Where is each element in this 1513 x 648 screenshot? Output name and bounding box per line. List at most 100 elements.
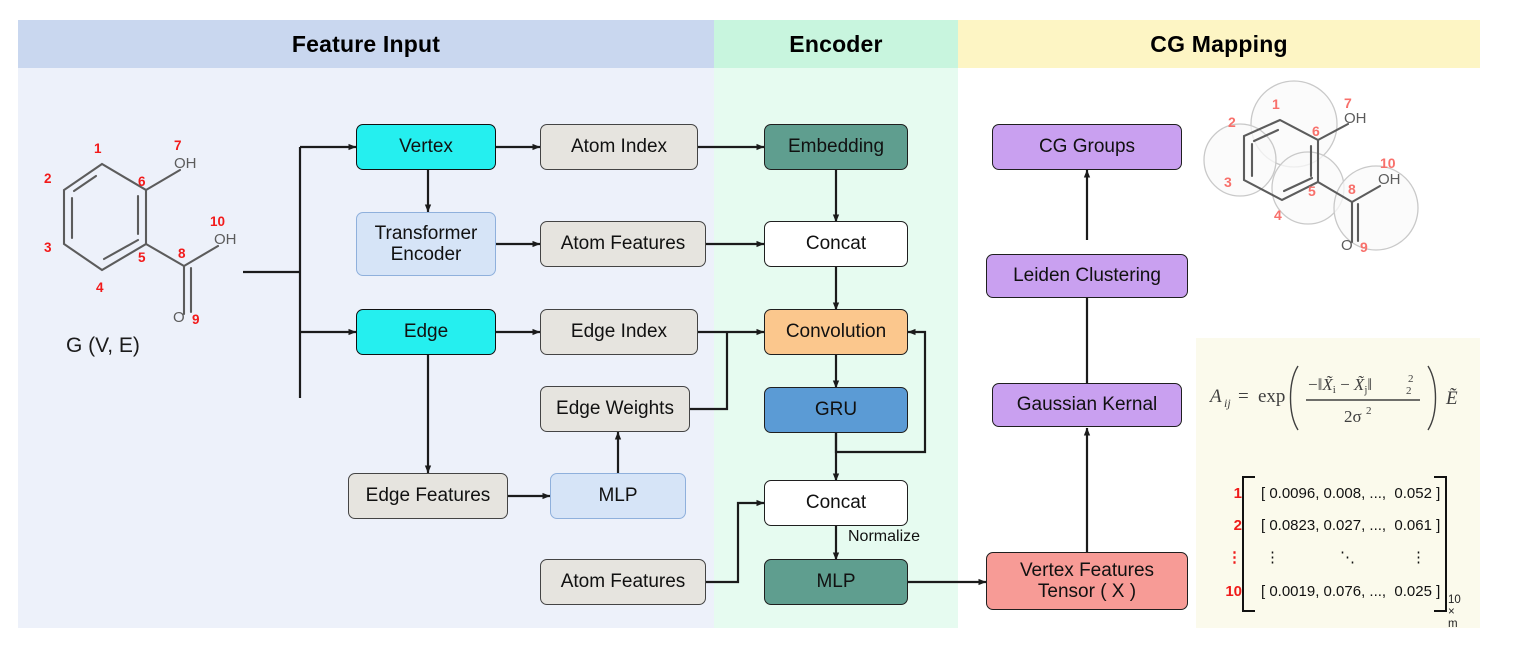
formula-paren-right xyxy=(1427,365,1437,431)
cg-atom-label-o-9: O xyxy=(1341,237,1353,254)
node-edge-index[interactable]: Edge Index xyxy=(540,309,698,355)
matrix-row-label: 10 xyxy=(1225,582,1242,600)
molecule-cg-mapped: OH OH O 1 2 3 4 5 6 7 8 9 10 xyxy=(1203,80,1498,324)
node-edge-label: Edge xyxy=(403,321,449,343)
panel-header-cg-mapping: CG Mapping xyxy=(958,20,1480,68)
node-edge-weights-label: Edge Weights xyxy=(556,398,674,420)
node-mlp-edge[interactable]: MLP xyxy=(550,473,686,519)
formula-denominator-superscript: 2 xyxy=(1366,405,1372,417)
cg-atom-number-4: 4 xyxy=(1274,207,1282,223)
matrix-row: 2 [ 0.0823, 0.027, ..., 0.061 ] xyxy=(1216,510,1441,540)
cg-bead-4 xyxy=(1333,165,1419,251)
formula-lhs-subscript: ij xyxy=(1224,396,1231,410)
formula-paren-left xyxy=(1289,365,1299,431)
node-vertex-features-tensor-label-line2: Tensor ( X ) xyxy=(1037,581,1137,602)
cg-atom-number-1: 1 xyxy=(1272,96,1280,112)
panel-header-encoder: Encoder xyxy=(714,20,958,68)
matrix-ellipsis-left: ⋮ xyxy=(1265,549,1280,566)
atom-number-9: 9 xyxy=(192,312,200,327)
node-atom-features[interactable]: Atom Features xyxy=(540,221,706,267)
formula-equals: = xyxy=(1238,386,1249,407)
matrix-dimension-label: 10 × m xyxy=(1448,594,1461,630)
cg-atom-number-3: 3 xyxy=(1224,174,1232,190)
node-gaussian-kernal-label: Gaussian Kernal xyxy=(1016,394,1158,416)
node-vertex[interactable]: Vertex xyxy=(356,124,496,170)
atom-number-1: 1 xyxy=(94,141,102,156)
node-convolution-label: Convolution xyxy=(785,321,887,343)
formula-denominator: 2σ xyxy=(1344,407,1362,426)
atom-number-6: 6 xyxy=(138,174,146,189)
matrix-bracket-right xyxy=(1434,476,1447,612)
matrix-row-ellipsis: ⋮ ⋮ ⋱ ⋮ xyxy=(1216,542,1426,572)
node-transformer-encoder-label-line1: Transformer xyxy=(374,222,478,244)
formula-exp: exp xyxy=(1258,386,1285,407)
node-embedding[interactable]: Embedding xyxy=(764,124,908,170)
atom-number-10: 10 xyxy=(210,214,225,229)
panel-title-cg-mapping: CG Mapping xyxy=(1150,30,1288,57)
molecule-salicylic-acid-input: OH OH O 1 2 3 4 5 6 7 8 9 10 xyxy=(34,128,274,358)
matrix-ellipsis-right: ⋮ xyxy=(1411,549,1426,566)
node-leiden-clustering[interactable]: Leiden Clustering xyxy=(986,254,1188,298)
matrix-vertex-features: 1 [ 0.0096, 0.008, ..., 0.052 ] 2 [ 0.08… xyxy=(1216,476,1466,630)
node-vertex-label: Vertex xyxy=(399,136,453,158)
node-mlp-edge-label: MLP xyxy=(598,485,638,507)
node-transformer-encoder[interactable]: Transformer Encoder xyxy=(356,212,496,276)
cg-atom-number-5: 5 xyxy=(1308,183,1316,199)
node-embedding-label: Embedding xyxy=(787,136,885,158)
matrix-bracket-left xyxy=(1242,476,1255,612)
graph-notation-label: G (V, E) xyxy=(66,334,140,357)
formula-numerator-superscript: 2 xyxy=(1408,373,1414,385)
node-edge-weights[interactable]: Edge Weights xyxy=(540,386,690,432)
node-concat-1-label: Concat xyxy=(805,233,867,255)
cg-bead-2 xyxy=(1203,123,1277,197)
atom-number-2: 2 xyxy=(44,171,52,186)
node-leiden-clustering-label: Leiden Clustering xyxy=(1013,265,1161,287)
node-atom-index[interactable]: Atom Index xyxy=(540,124,698,170)
matrix-ellipsis-diagonal: ⋱ xyxy=(1340,549,1355,566)
panel-title-encoder: Encoder xyxy=(789,30,883,57)
node-edge-features[interactable]: Edge Features xyxy=(348,473,508,519)
atom-label-o-9: O xyxy=(173,309,185,326)
formula-lhs: A xyxy=(1208,386,1222,407)
cg-atom-number-6: 6 xyxy=(1312,123,1320,139)
cg-atom-number-10: 10 xyxy=(1380,155,1396,171)
node-edge-index-label: Edge Index xyxy=(570,321,668,343)
node-edge[interactable]: Edge xyxy=(356,309,496,355)
matrix-row: 1 [ 0.0096, 0.008, ..., 0.052 ] xyxy=(1216,478,1441,508)
node-atom-features-secondary-label: Atom Features xyxy=(560,571,686,593)
node-gaussian-kernal[interactable]: Gaussian Kernal xyxy=(992,383,1182,427)
atom-number-8: 8 xyxy=(178,246,186,261)
node-gru[interactable]: GRU xyxy=(764,387,908,433)
node-vertex-features-tensor-label-line1: Vertex Features xyxy=(1019,559,1155,581)
node-concat-2-label: Concat xyxy=(805,492,867,514)
node-gru-label: GRU xyxy=(814,399,858,421)
atom-number-3: 3 xyxy=(44,240,52,255)
node-concat-2[interactable]: Concat xyxy=(764,480,908,526)
node-transformer-encoder-label-line2: Encoder xyxy=(390,244,462,265)
atom-label-oh-10: OH xyxy=(214,231,237,248)
matrix-row-values: [ 0.0096, 0.008, ..., 0.052 ] xyxy=(1261,484,1441,502)
matrix-row-label: 1 xyxy=(1233,484,1242,502)
node-vertex-features-tensor[interactable]: Vertex Features Tensor ( X ) xyxy=(986,552,1188,610)
matrix-row: 10 [ 0.0019, 0.076, ..., 0.025 ] xyxy=(1216,576,1440,606)
edge-label-normalize: Normalize xyxy=(848,528,921,545)
formula-numerator-subscript: 2 xyxy=(1406,385,1412,397)
node-cg-groups[interactable]: CG Groups xyxy=(992,124,1182,170)
matrix-row-label: 2 xyxy=(1233,516,1242,534)
matrix-row-values: [ 0.0823, 0.027, ..., 0.061 ] xyxy=(1261,516,1441,534)
atom-number-5: 5 xyxy=(138,250,146,265)
node-atom-features-secondary[interactable]: Atom Features xyxy=(540,559,706,605)
node-mlp-encoder[interactable]: MLP xyxy=(764,559,908,605)
cg-atom-label-oh-7: OH xyxy=(1344,110,1367,127)
atom-label-oh-7: OH xyxy=(174,155,197,172)
cg-atom-number-2: 2 xyxy=(1228,114,1236,130)
panel-header-feature-input: Feature Input xyxy=(18,20,714,68)
atom-number-7: 7 xyxy=(174,138,182,153)
node-concat-1[interactable]: Concat xyxy=(764,221,908,267)
formula-gaussian-kernel: A ij = exp −‖X̃i − X̃j‖ 2 2 2σ 2 Ẽ xyxy=(1208,360,1480,434)
formula-trailing-term: Ẽ xyxy=(1445,388,1458,409)
node-edge-features-label: Edge Features xyxy=(365,485,491,507)
matrix-row-values: [ 0.0019, 0.076, ..., 0.025 ] xyxy=(1261,582,1441,600)
node-convolution[interactable]: Convolution xyxy=(764,309,908,355)
